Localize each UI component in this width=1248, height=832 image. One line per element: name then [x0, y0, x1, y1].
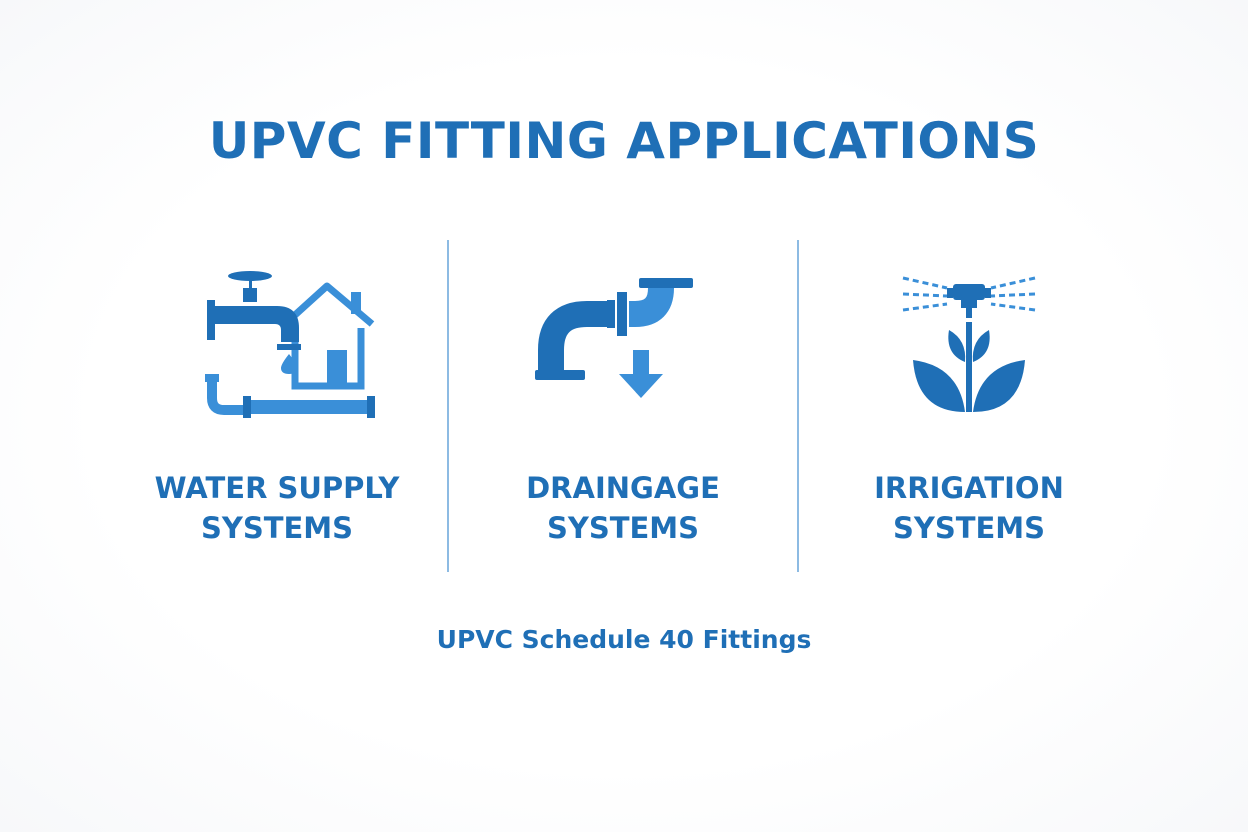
page-title: UPVC FITTING APPLICATIONS: [208, 112, 1040, 170]
application-label-line2: SYSTEMS: [892, 511, 1046, 545]
application-label-line2: SYSTEMS: [200, 511, 354, 545]
application-label: DRAINGAGE SYSTEMS: [453, 468, 793, 548]
application-label: WATER SUPPLY SYSTEMS: [107, 468, 447, 548]
application-label-line1: DRAINGAGE: [526, 471, 720, 505]
irrigation-icon: [902, 276, 1036, 412]
column-divider: [797, 240, 799, 572]
application-label-line1: IRRIGATION: [874, 471, 1064, 505]
water-supply-icon: [205, 271, 375, 418]
application-card-water-supply: WATER SUPPLY SYSTEMS: [107, 262, 447, 548]
application-card-irrigation: IRRIGATION SYSTEMS: [799, 262, 1139, 548]
application-label-line1: WATER SUPPLY: [154, 471, 400, 505]
page-subtitle: UPVC Schedule 40 Fittings: [436, 625, 812, 654]
application-label-line2: SYSTEMS: [546, 511, 700, 545]
drainage-icon: [535, 278, 693, 398]
application-card-drainage: DRAINGAGE SYSTEMS: [453, 262, 793, 548]
column-divider: [447, 240, 449, 572]
application-label: IRRIGATION SYSTEMS: [799, 468, 1139, 548]
